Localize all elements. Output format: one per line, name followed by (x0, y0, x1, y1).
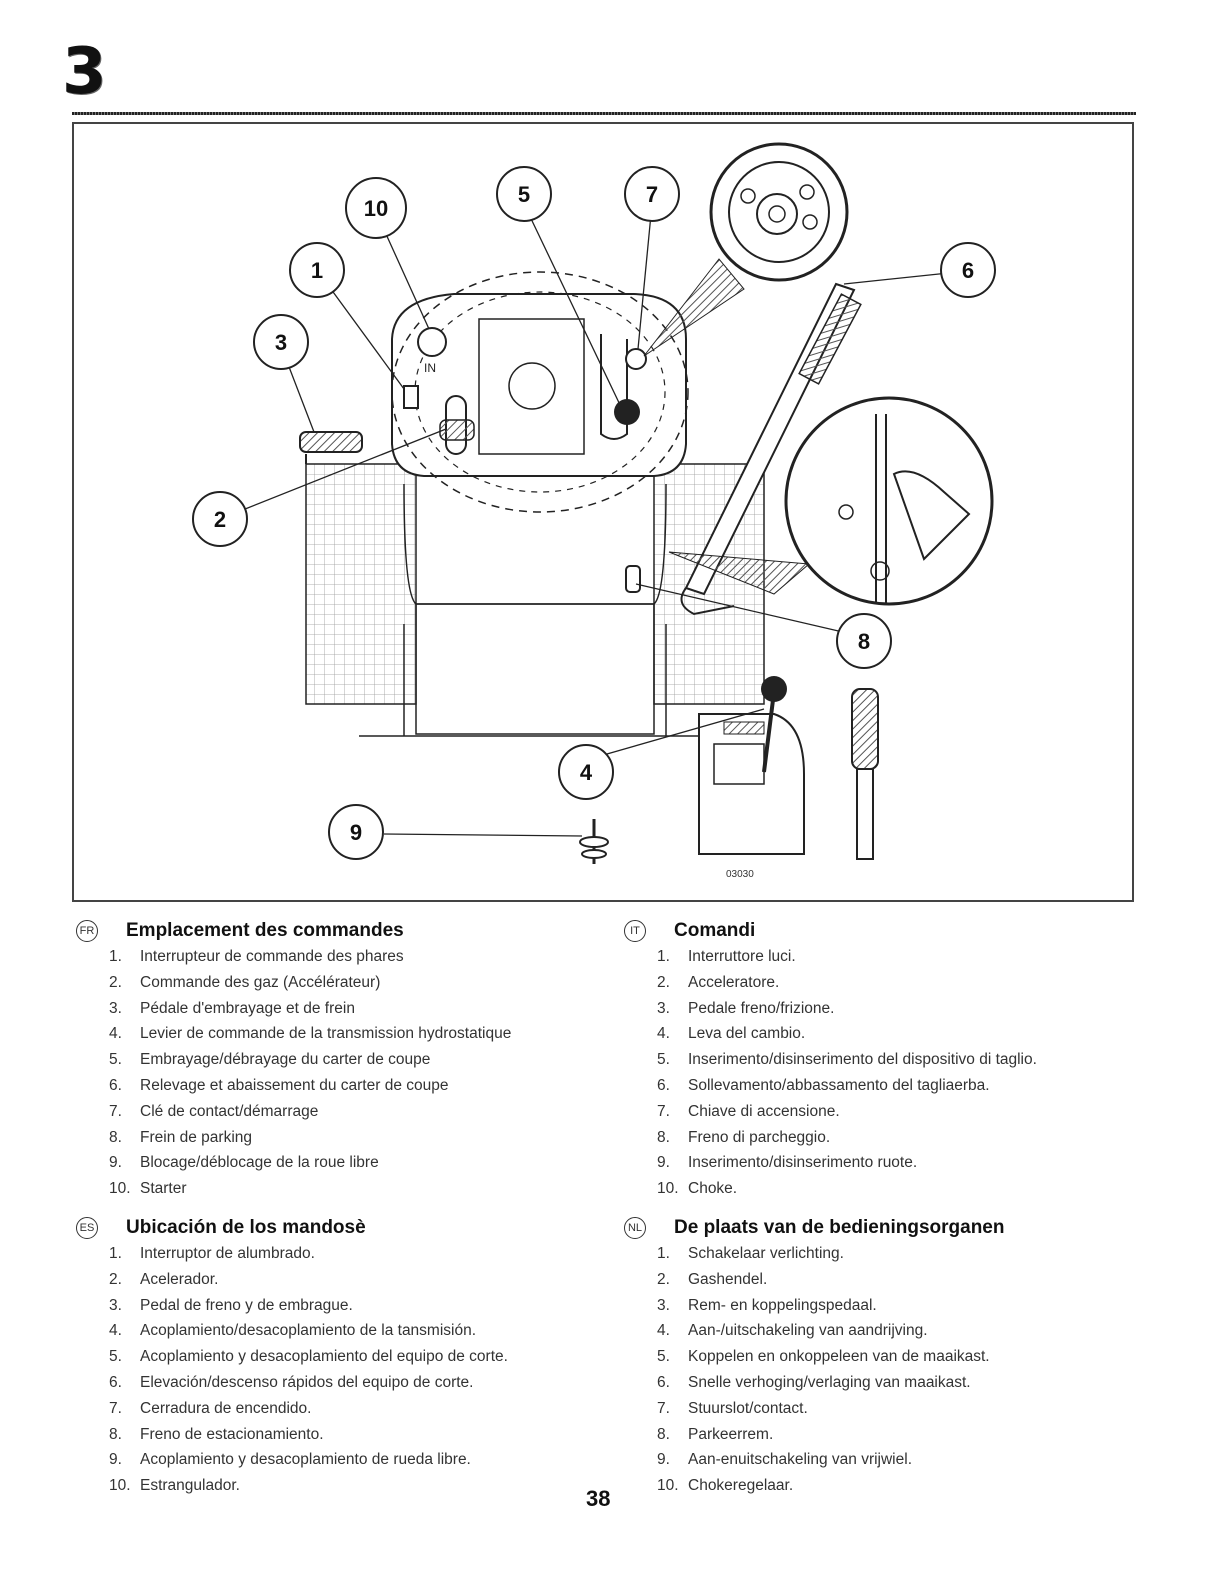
ignition-zoom-wedge (643, 258, 745, 357)
lang-badge-nl: NL (624, 1217, 646, 1239)
svg-text:10: 10 (364, 196, 388, 221)
deck-lift-lever (680, 282, 862, 616)
list-item: 3.Rem- en koppelingspedaal. (657, 1296, 877, 1314)
parking-brake-detail (784, 396, 994, 606)
list-item: 8.Parkeerrem. (657, 1425, 774, 1443)
choke-cable-detail (851, 688, 879, 860)
list-item: 7.Cerradura de encendido. (109, 1399, 312, 1417)
list-item: 1.Interruptor de alumbrado. (109, 1245, 315, 1262)
callout-1: 1 (289, 242, 345, 298)
svg-text:6: 6 (962, 258, 974, 283)
list-item: 9.Blocage/déblocage de la roue libre (109, 1154, 379, 1172)
dashboard-panel (391, 271, 689, 513)
list-item: 3.Pedale freno/frizione. (657, 999, 835, 1017)
svg-text:7: 7 (646, 182, 658, 207)
section-es: ES Ubicación de los mandosè 1.Interrupto… (76, 1217, 596, 1501)
list-item: 7.Stuurslot/contact. (657, 1399, 808, 1417)
list-item: 1.Schakelaar verlichting. (657, 1245, 844, 1262)
section-title: Emplacement des commandes (126, 920, 404, 941)
list-item: 8.Frein de parking (109, 1128, 253, 1146)
list-item: 10.Choke. (657, 1180, 738, 1198)
svg-text:8: 8 (858, 629, 870, 654)
list-item: 3.Pedal de freno y de embrague. (109, 1296, 353, 1314)
list-item: 10.Chokeregelaar. (657, 1477, 794, 1495)
throttle-lever (439, 395, 475, 455)
callout-10: 10 (345, 177, 407, 239)
choke-knob: IN (417, 327, 447, 375)
callout-6: 6 (940, 242, 996, 298)
svg-text:5: 5 (518, 182, 530, 207)
list-item: 6.Snelle verhoging/verlaging van maaikas… (657, 1373, 971, 1391)
list-item: 5.Embrayage/débrayage du carter de coupe (109, 1051, 431, 1069)
svg-text:2: 2 (214, 507, 226, 532)
lang-badge-es: ES (76, 1217, 98, 1239)
section-title: Ubicación de los mandosè (126, 1217, 366, 1238)
hydrostatic-lever (698, 676, 805, 855)
list-item: 5.Acoplamiento y desacoplamiento del equ… (109, 1348, 508, 1366)
list-item: 6.Sollevamento/abbassamento del tagliaer… (657, 1076, 990, 1094)
figure-code: 03030 (726, 869, 754, 880)
svg-text:9: 9 (350, 820, 362, 845)
list-item: 1.Interruttore luci. (657, 948, 796, 965)
list-item: 7.Clé de contact/démarrage (109, 1102, 319, 1120)
list-item: 4.Leva del cambio. (657, 1025, 806, 1043)
list-item: 9.Acoplamiento y desacoplamiento de rued… (109, 1451, 471, 1469)
ignition-detail (709, 142, 849, 282)
chapter-number: 3 (62, 35, 107, 109)
list-item: 9.Aan-enuitschakeling van vrijwiel. (657, 1451, 913, 1469)
list-item: 4.Aan-/uitschakeling van aandrijving. (657, 1322, 928, 1340)
callout-5: 5 (496, 166, 552, 222)
list-item: 5.Inserimento/disinserimento del disposi… (657, 1051, 1037, 1069)
list-item: 9.Inserimento/disinserimento ruote. (657, 1154, 918, 1172)
parking-brake-lever (625, 565, 641, 593)
tractor-body (305, 463, 765, 737)
section-nl: NL De plaats van de bedieningsorganen 1.… (624, 1217, 1144, 1501)
controls-figure: IN (72, 122, 1134, 902)
svg-text:IN: IN (424, 361, 436, 375)
svg-text:3: 3 (275, 330, 287, 355)
callout-2: 2 (192, 491, 248, 547)
callout-4: 4 (558, 744, 614, 800)
brake-pedal (299, 431, 363, 453)
section-it: IT Comandi 1.Interruttore luci. 2.Accele… (624, 920, 1144, 1204)
lang-badge-it: IT (624, 920, 646, 942)
list-item: 1.Interrupteur de commande des phares (109, 948, 404, 965)
list-item: 6.Relevage et abaissement du carter de c… (109, 1076, 449, 1094)
section-title: Comandi (674, 920, 756, 941)
list-item: 2.Gashendel. (657, 1270, 768, 1288)
callout-8: 8 (836, 613, 892, 669)
list-item: 2.Commande des gaz (Accélérateur) (109, 973, 381, 991)
callout-9: 9 (328, 804, 384, 860)
section-title: De plaats van de bedieningsorganen (674, 1217, 1005, 1238)
svg-text:4: 4 (580, 760, 593, 785)
list-item: 5.Koppelen en onkoppeleen van de maaikas… (657, 1348, 990, 1366)
list-item: 8.Freno de estacionamiento. (109, 1425, 324, 1443)
light-switch (403, 385, 419, 409)
callout-3: 3 (253, 314, 309, 370)
ignition-switch (625, 348, 647, 370)
callout-7: 7 (624, 166, 680, 222)
list-item: 8.Freno di parcheggio. (657, 1128, 831, 1146)
list-item: 6.Elevación/descenso rápidos del equipo … (109, 1373, 474, 1391)
header-rule (72, 112, 1136, 115)
list-item: 3.Pédale d'embrayage et de frein (109, 999, 355, 1017)
list-item: 10.Starter (109, 1180, 187, 1198)
section-fr: FR Emplacement des commandes 1.Interrupt… (76, 920, 596, 1204)
page-number: 38 (586, 1486, 611, 1511)
lang-badge-fr: FR (76, 920, 98, 942)
list-item: 10.Estrangulador. (109, 1477, 240, 1495)
controls-illustration: IN (192, 142, 996, 880)
list-item: 4.Acoplamiento/desacoplamiento de la tan… (109, 1322, 477, 1340)
list-item: 2.Acceleratore. (657, 973, 780, 991)
freewheel-pin (579, 819, 609, 864)
list-item: 2.Acelerador. (109, 1270, 219, 1288)
svg-text:1: 1 (311, 258, 323, 283)
list-item: 4.Levier de commande de la transmission … (109, 1025, 512, 1043)
parking-zoom-wedge (668, 551, 811, 595)
list-item: 7.Chiave di accensione. (657, 1102, 840, 1120)
